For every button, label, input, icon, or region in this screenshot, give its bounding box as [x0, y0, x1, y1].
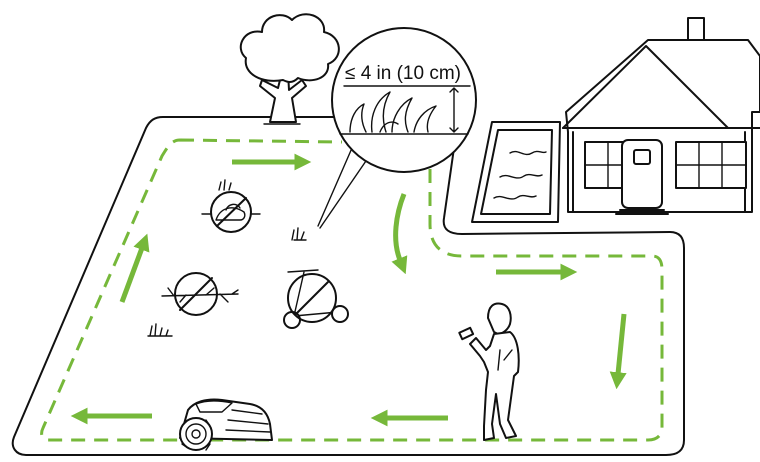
arrow-right-down: [618, 314, 624, 374]
house-icon: [563, 18, 760, 214]
grass-tuft-icon: [292, 228, 306, 240]
grass-height-callout: ≤ 4 in (10 cm): [332, 28, 476, 172]
pool-icon: [472, 122, 560, 222]
callout-pointer: [318, 148, 368, 228]
arrow-left-up: [122, 248, 142, 302]
grass-height-label: ≤ 4 in (10 cm): [345, 63, 461, 84]
robot-mower-icon: [180, 399, 272, 450]
person-with-phone-icon: [459, 304, 518, 440]
scooter-icon: [284, 270, 348, 328]
arrow-down-curve: [396, 194, 404, 260]
tree-icon: [241, 14, 339, 124]
no-branches-icon: [148, 273, 238, 336]
no-stones-icon: [202, 180, 260, 232]
